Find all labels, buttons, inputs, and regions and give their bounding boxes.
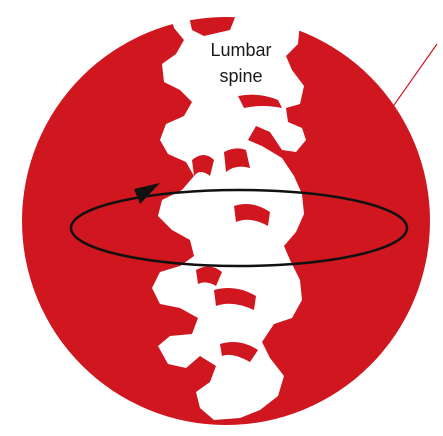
lumbar-spine-label: Lumbar spine [196, 37, 286, 89]
label-line-1: Lumbar [196, 37, 286, 63]
pointer-line [375, 44, 437, 132]
label-line-2: spine [196, 63, 286, 89]
